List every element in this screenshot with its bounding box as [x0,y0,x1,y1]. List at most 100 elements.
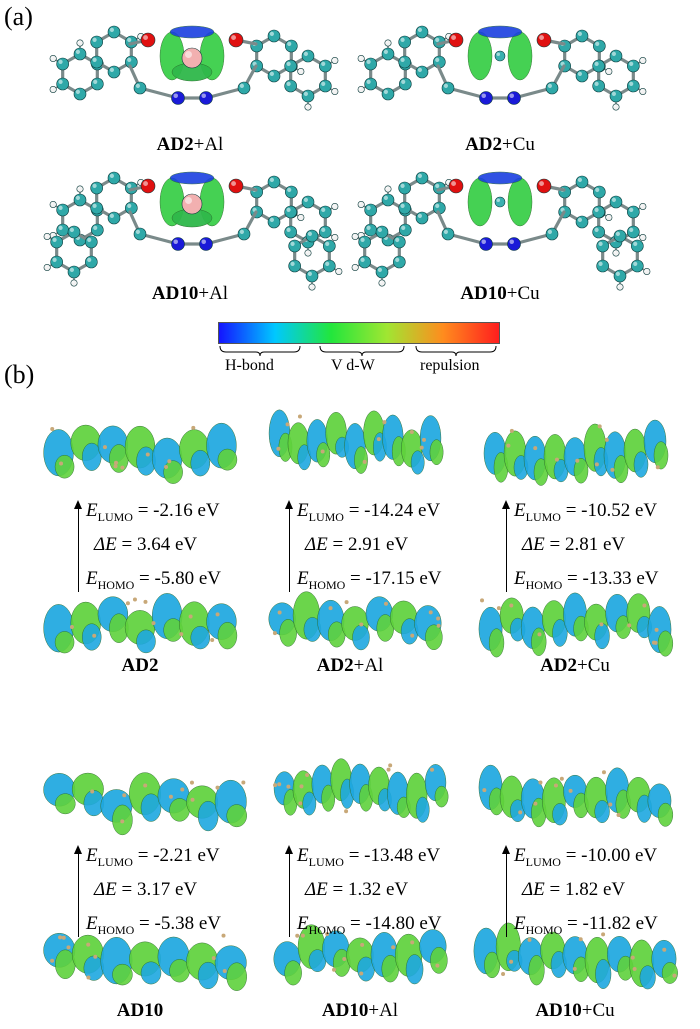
carbon-atom [73,47,87,61]
orbital-lobe [661,962,678,984]
atom-highlight [50,87,54,90]
panel-b-label: (b) [4,360,35,389]
skeleton-atom [344,600,349,605]
orbital-lobe [284,960,302,986]
atom-highlight [613,250,616,254]
isosurface-lobe [467,177,493,227]
carbon-atom [67,265,81,279]
atom-highlight [109,213,114,218]
atom-highlight [629,61,634,66]
carbon-atom [284,79,297,93]
atom-highlight [332,235,335,238]
carbon-atom [592,79,605,93]
atom-highlight [606,69,609,72]
carbon-atom [609,195,623,209]
skeleton-atom [568,788,573,793]
caption-b-ad10-al: AD10+Al [321,1000,399,1021]
carbon-atom [133,227,147,241]
atom-highlight [640,89,643,92]
skeleton-atom [482,788,487,793]
atom-highlight [75,89,80,94]
atom-highlight [358,56,362,59]
carbon-atom [575,69,589,83]
carbon-atom [592,59,605,73]
skeleton-atom [143,783,148,788]
orbital-lobe [633,451,649,478]
atom-highlight [577,31,583,36]
carbon-atom [73,193,87,207]
atom-highlight [539,35,544,40]
atom-highlight [298,69,301,72]
skeleton-atom [179,632,184,637]
skeleton-atom [642,603,647,608]
atom-highlight [52,237,57,242]
carbon-atom [593,185,606,199]
carbon-atom [393,235,406,249]
skeleton-atom [594,462,599,467]
atom-highlight [481,239,486,245]
orbital-lobe [410,450,425,475]
skeleton-atom [295,933,300,938]
atom-highlight [332,58,335,61]
atom-highlight [611,51,617,57]
energy-homo: EHOMO = -17.15 eV [297,568,442,592]
skeleton-atom [143,599,148,604]
atom-highlight [336,269,339,272]
skeleton-atom [90,789,95,794]
carbon-atom [575,29,589,43]
orbital-lobe [425,624,443,651]
carbon-atom [67,225,81,239]
copper-atom [494,196,506,208]
hydrogen-atom [357,54,365,62]
atom-highlight [135,83,140,88]
skeleton-atom [59,461,64,466]
carbon-atom [91,223,104,237]
orbital-lobe [112,963,133,986]
carbon-atom [609,89,623,103]
skeleton-atom [211,956,216,961]
skeleton-atom [277,610,282,615]
carbon-atom [398,201,411,215]
orbital-lobe [639,965,656,990]
carbon-atom [393,255,406,269]
atom-highlight [435,203,440,208]
atom-highlight [547,229,553,234]
atom-highlight [50,233,54,236]
oxygen-atom [228,178,244,194]
atom-highlight [383,89,388,94]
atom-highlight [269,71,274,76]
atom-highlight [598,241,603,246]
atom-highlight [93,225,98,230]
caption-ad2-al: AD2+Al [156,134,224,155]
caption-b-ad2-al: AD2+Al [316,655,384,676]
orbital-lobe [415,796,430,823]
skeleton-atom [189,780,194,785]
caption-b-ad2-cu: AD2+Cu [540,655,610,676]
skeleton-atom [273,783,278,788]
hydrogen-atom [308,283,316,291]
oxygen-atom [228,32,244,48]
orbital-lobe [54,631,75,654]
skeleton-atom [222,969,227,974]
carbon-atom [85,235,98,249]
atom-highlight [435,57,440,63]
skeleton-atom [320,449,325,454]
skeleton-atom [191,425,196,430]
skeleton-atom [145,452,150,457]
skeleton-atom [410,633,415,638]
hydrogen-atom [639,234,647,242]
hydrogen-atom [49,54,57,62]
skeleton-atom [93,954,98,959]
atom-highlight [577,217,583,222]
atom-highlight [358,87,362,90]
skeleton-atom [384,601,389,606]
carbon-atom [301,89,315,103]
skeleton-atom [527,937,532,942]
carbon-atom [545,81,559,95]
skeleton-atom [533,446,538,451]
carbon-atom [381,47,395,61]
atom-highlight [395,237,400,242]
atom-highlight [594,227,599,232]
aluminum-atom [181,193,203,215]
panel-a-molecules [43,25,651,291]
